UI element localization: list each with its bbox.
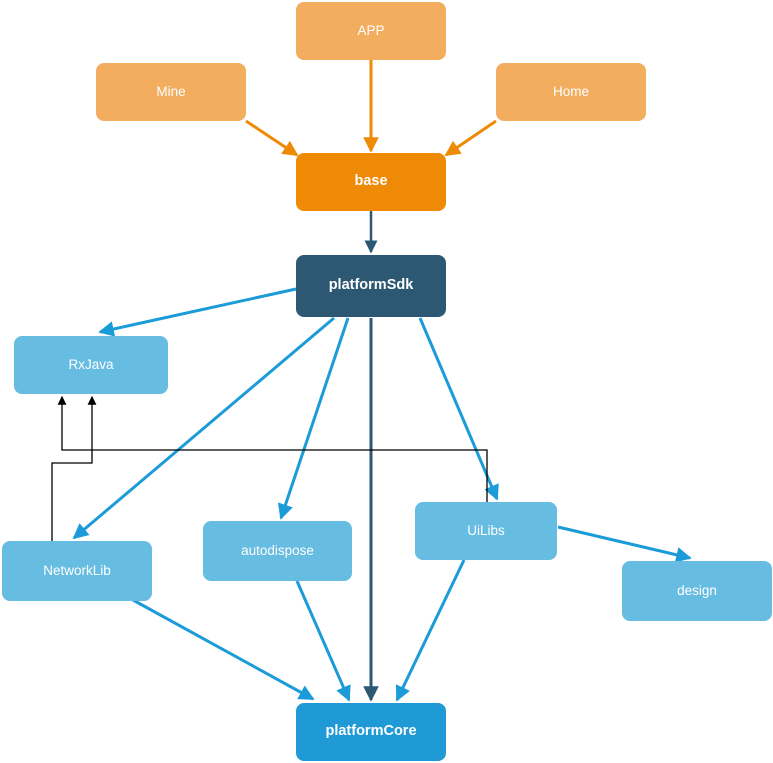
edge-uilibs-to-design bbox=[557, 525, 692, 563]
node-mine[interactable]: Mine bbox=[96, 63, 246, 121]
node-label-rxjava: RxJava bbox=[68, 356, 114, 372]
node-app[interactable]: APP bbox=[296, 2, 446, 60]
edge-uilibs-to-platformcore bbox=[395, 559, 466, 702]
node-rxjava[interactable]: RxJava bbox=[14, 336, 168, 394]
node-base[interactable]: base bbox=[296, 153, 446, 211]
node-platformCore[interactable]: platformCore bbox=[296, 703, 446, 761]
edge-autodispose-to-platformcore bbox=[295, 580, 351, 702]
edge-home-to-base bbox=[444, 119, 497, 157]
node-uilibs[interactable]: UiLibs bbox=[415, 502, 557, 560]
edge-uilibs-to-rxjava bbox=[57, 395, 488, 502]
node-home[interactable]: Home bbox=[496, 63, 646, 121]
node-label-base: base bbox=[354, 173, 388, 190]
edge-networklib-to-rxjava bbox=[51, 395, 97, 541]
edge-mine-to-base bbox=[245, 119, 299, 157]
edge-networklib-to-platformcore bbox=[132, 598, 315, 701]
node-label-app: APP bbox=[357, 22, 385, 38]
node-label-autodispose: autodispose bbox=[241, 542, 314, 558]
node-label-platformCore: platformCore bbox=[325, 723, 417, 740]
node-label-home: Home bbox=[552, 83, 589, 99]
node-label-design: design bbox=[677, 582, 717, 598]
edge-platformsdk-to-rxjava bbox=[98, 287, 297, 337]
node-platformSdk[interactable]: platformSdk bbox=[296, 255, 446, 317]
node-label-networkLib: NetworkLib bbox=[43, 562, 111, 578]
node-label-uilibs: UiLibs bbox=[467, 522, 505, 538]
node-label-platformSdk: platformSdk bbox=[328, 277, 414, 294]
edge-platformsdk-to-autodispose bbox=[277, 317, 350, 520]
node-label-mine: Mine bbox=[156, 83, 186, 99]
node-design[interactable]: design bbox=[622, 561, 772, 621]
node-autodispose[interactable]: autodispose bbox=[203, 521, 352, 581]
edge-platformsdk-to-uilibs bbox=[418, 317, 499, 501]
node-networkLib[interactable]: NetworkLib bbox=[2, 541, 152, 601]
edge-platformsdk-to-networklib bbox=[72, 316, 335, 540]
